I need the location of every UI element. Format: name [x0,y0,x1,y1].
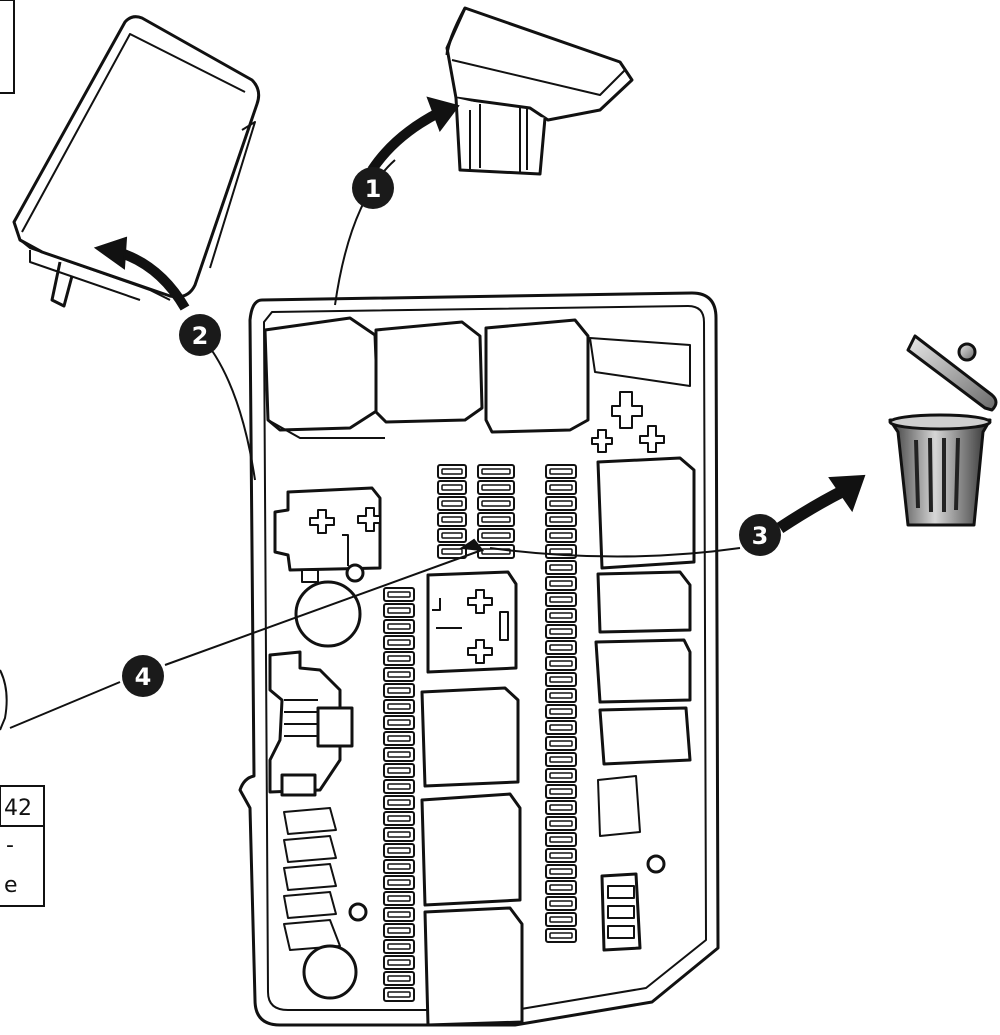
relay-cover [447,8,632,174]
right-column-fuse-blade [550,501,572,506]
left-column-fuse-blade [388,784,410,789]
middle-column-b-fuse-blade [482,469,510,474]
callout-4-label: 4 [135,663,152,691]
callout-2: 2 [179,314,221,356]
left-column-fuse-blade [388,640,410,645]
partial-frame-top-left [0,0,14,93]
reference-line-1: 42 [4,796,32,821]
right-column-fuse-blade [550,485,572,490]
reference-box: 42 - e [0,786,44,906]
right-column-fuse-blade [550,629,572,634]
trash-bin-icon [890,336,996,525]
left-column-fuse-blade [388,672,410,677]
right-column-fuse-blade [550,885,572,890]
right-column-fuse-blade [550,821,572,826]
left-column-fuse-blade [388,704,410,709]
left-column-fuse-blade [388,832,410,837]
middle-column-b-fuse-blade [482,517,510,522]
fuse-box-body [240,293,718,1025]
partial-object-left [0,670,7,730]
right-column-fuse-blade [550,789,572,794]
left-column-fuse-blade [388,848,410,853]
middle-column-fuse-blade [442,517,462,522]
left-column-fuse-blade [388,944,410,949]
left-column-fuse-blade [388,720,410,725]
right-column-fuse-blade [550,613,572,618]
right-column-fuse-blade [550,581,572,586]
left-column-fuse-blade [388,624,410,629]
callout-3-label: 3 [752,522,769,550]
right-column-fuse-blade [550,693,572,698]
right-column-fuse-blade [550,917,572,922]
right-column-fuse-blade [550,565,572,570]
left-column-fuse-blade [388,688,410,693]
left-column-fuse-blade [388,592,410,597]
callout-3: 3 [739,514,781,556]
left-column-fuse-blade [388,896,410,901]
right-column-fuse-blade [550,661,572,666]
left-column-fuse-blade [388,800,410,805]
right-column-fuse-blade [550,677,572,682]
right-column-fuse-blade [550,853,572,858]
right-column-fuse-blade [550,805,572,810]
right-column-fuse-blade [550,725,572,730]
left-column-fuse-blade [388,656,410,661]
right-column-fuse-blade [550,549,572,554]
middle-column-fuse-blade [442,549,462,554]
middle-column-fuse-blade [442,533,462,538]
reference-line-3: e [4,873,18,898]
arrow-1 [335,98,458,305]
middle-column-b-fuse-blade [482,485,510,490]
right-column-fuse-blade [550,757,572,762]
left-column-fuse-blade [388,960,410,965]
callout-2-label: 2 [192,322,209,350]
right-column-fuse-blade [550,533,572,538]
right-column-fuse-blade [550,901,572,906]
right-column-fuse-blade [550,645,572,650]
left-column-fuse-blade [388,768,410,773]
left-column-fuse-blade [388,608,410,613]
left-column-fuse-blade [388,736,410,741]
callout-1: 1 [352,167,394,209]
right-column-fuse-blade [550,837,572,842]
middle-column-fuse-blade [442,469,462,474]
middle-column-fuse-blade [442,501,462,506]
right-column-fuse-blade [550,741,572,746]
left-column-fuse-blade [388,928,410,933]
left-column-fuse-blade [388,976,410,981]
right-column-fuse-blade [550,597,572,602]
left-column-fuse-blade [388,816,410,821]
callout-4: 4 [122,655,164,697]
right-column-fuse-blade [550,469,572,474]
reference-line-2: - [6,833,14,858]
left-column-fuse-blade [388,992,410,997]
right-column-fuse-blade [550,517,572,522]
left-column-fuse-blade [388,880,410,885]
right-column-fuse-blade [550,933,572,938]
middle-column-b-fuse-blade [482,501,510,506]
right-column-fuse-blade [550,869,572,874]
right-column-fuse-blade [550,709,572,714]
left-column-fuse-blade [388,752,410,757]
middle-column-b-fuse-blade [482,533,510,538]
callout-1-label: 1 [365,175,382,203]
left-column-fuse-blade [388,912,410,917]
left-column-fuse-blade [388,864,410,869]
right-column-fuse-blade [550,773,572,778]
middle-column-fuse-blade [442,485,462,490]
